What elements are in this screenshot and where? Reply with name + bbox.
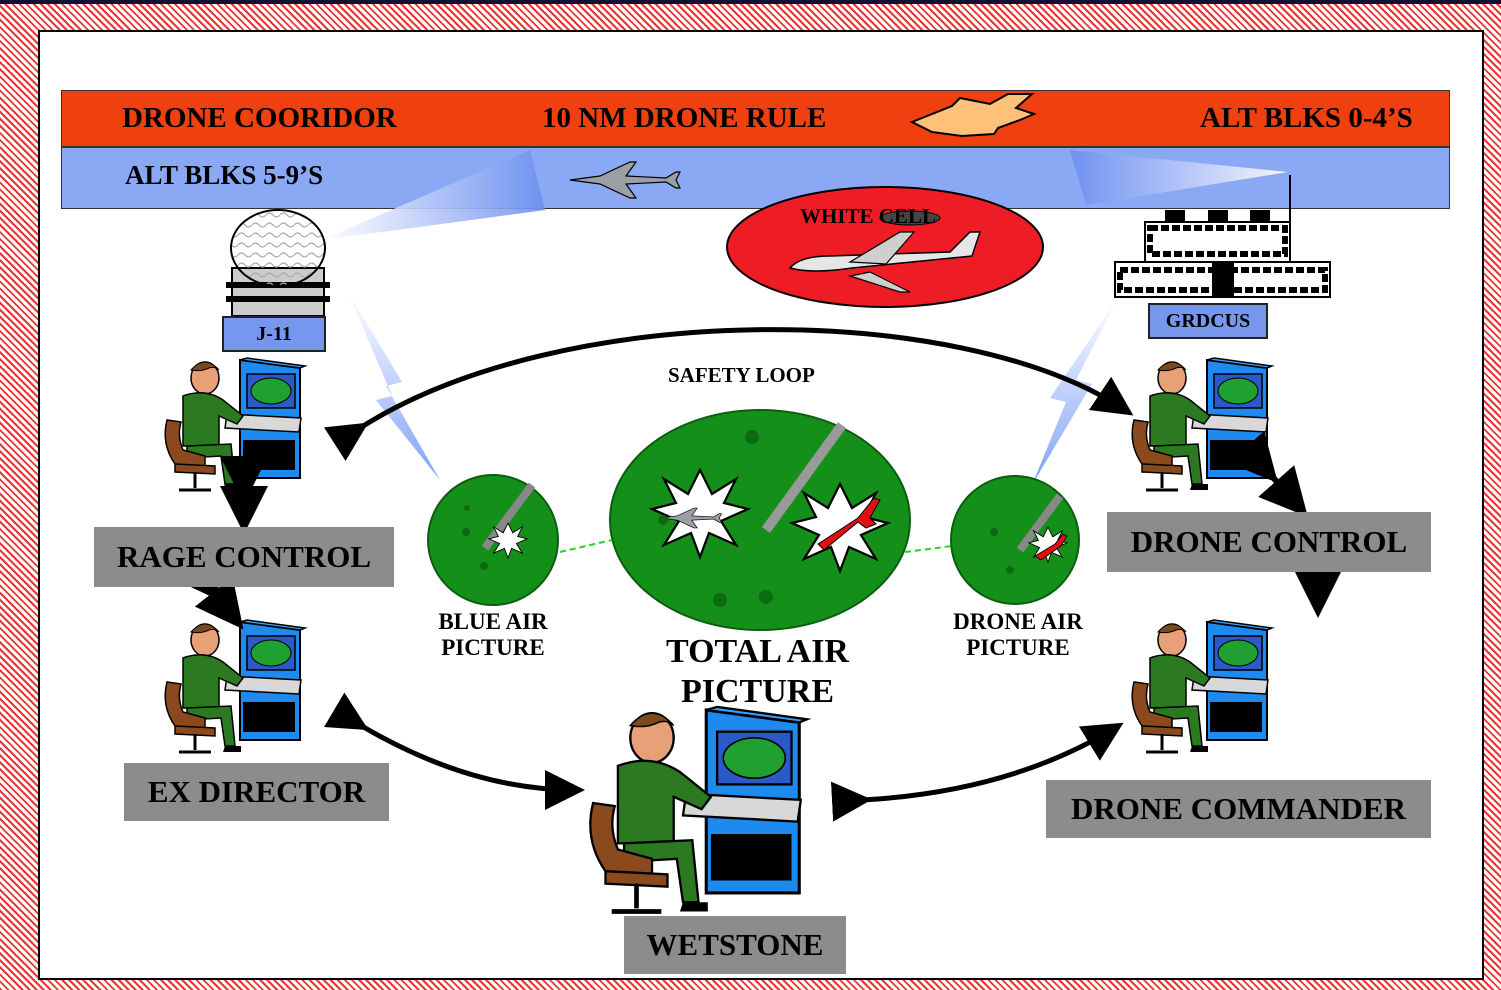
blue-air-picture-line1: BLUE AIR [438,609,548,634]
drone-air-picture-line2: PICTURE [966,635,1070,660]
safety-loop-arrow [323,327,1134,462]
radar-beam-right [1070,150,1288,205]
blue-air-picture-line2: PICTURE [441,635,545,660]
link-total-to-drone [904,545,953,553]
drone-control-operator-icon [1130,356,1274,492]
drone-air-picture-line1: DRONE AIR [953,609,1083,634]
drone-corridor-label: DRONE COORIDOR [122,102,397,134]
drone-icon [909,93,1037,138]
blue-air-picture-scope [427,474,559,606]
total-air-picture-line1: TOTAL AIR [666,633,849,670]
total-air-picture-label: TOTAL AIR PICTURE [640,632,875,712]
safety-loop-label: SAFETY LOOP [668,363,815,387]
alt-blocks-low-label: ALT BLKS 0-4’S [1200,102,1413,134]
fighter-jet-icon [569,161,681,199]
radar-beam-left [322,150,545,240]
drone-air-picture-scope [950,475,1080,605]
datalink-bolt-right [1032,298,1118,485]
radar-site-tag: J-11 [222,316,326,352]
rage-control-operator-icon [163,356,307,492]
drone-control-box: DRONE CONTROL [1107,512,1431,572]
building-icon [1114,210,1331,298]
building-site-tag: GRDCUS [1148,303,1268,339]
total-air-picture-line2: PICTURE [680,673,835,710]
wetstone-operator-icon [590,707,807,912]
wetstone-to-commander-arrow [830,722,1124,822]
top-rule [0,0,1501,4]
white-cell-label: WHITE CELL [800,204,936,228]
drone-commander-operator-icon [1130,618,1274,754]
awacs-aircraft-icon [788,210,982,293]
ex-director-operator-icon [163,618,307,754]
alt-blocks-high-label: ALT BLKS 5-9’S [125,160,324,190]
total-air-picture-scope [609,409,911,631]
drone-rule-label: 10 NM DRONE RULE [542,102,827,134]
ex-director-box: EX DIRECTOR [124,763,389,821]
rage-to-director-arrow [172,548,244,630]
drone-corridor-band [61,90,1450,147]
radar-dome-icon [226,209,330,317]
wetstone-box: WETSTONE [624,916,846,974]
blue-air-picture-label: BLUE AIR PICTURE [428,609,558,661]
drone-commander-box: DRONE COMMANDER [1046,780,1431,838]
rage-control-box: RAGE CONTROL [94,527,394,587]
drone-air-picture-label: DRONE AIR PICTURE [938,609,1098,661]
link-blue-to-total [559,539,613,553]
director-to-wetstone-arrow [323,692,585,810]
drone-control-link-arrow [1228,431,1308,517]
datalink-bolt-left [348,292,440,480]
